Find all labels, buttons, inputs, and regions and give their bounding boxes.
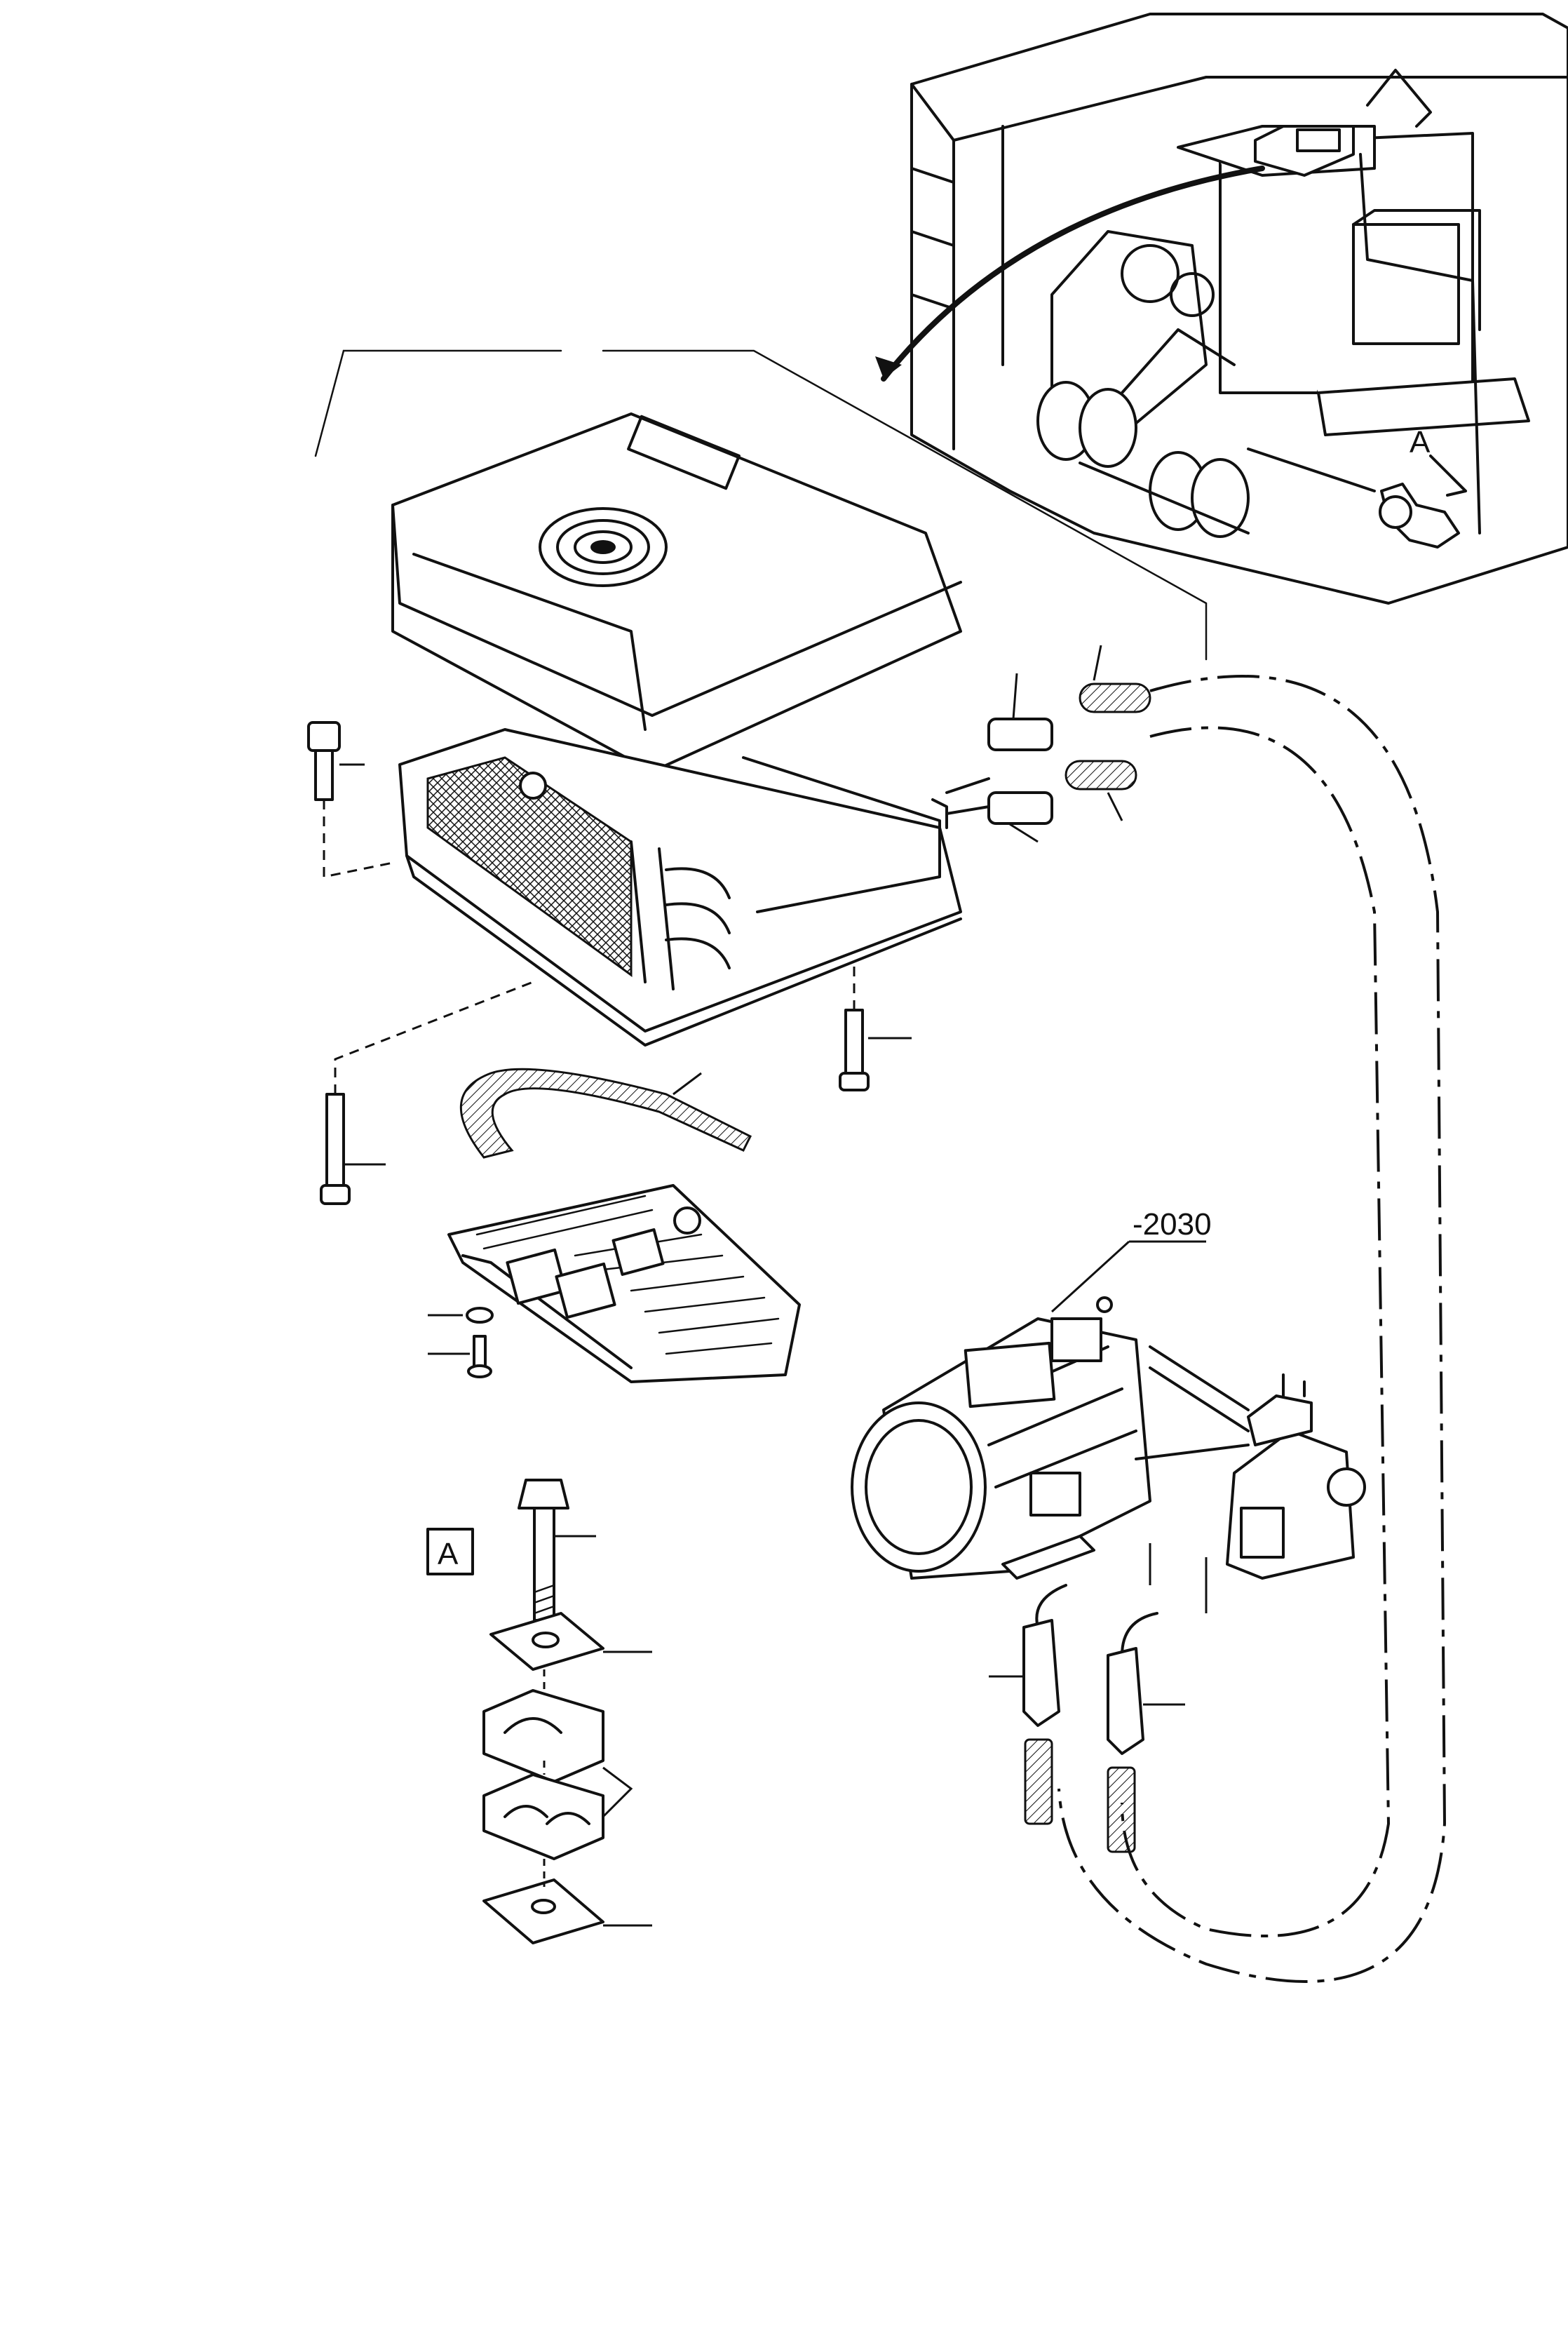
detail-a-arrow-label: A	[1410, 425, 1431, 459]
group-outline	[314, 349, 1208, 661]
transfer-arrow-head	[875, 356, 902, 379]
machine-overview: A	[875, 13, 1568, 605]
compressor-motor-assembly: -2030	[851, 1207, 1366, 1580]
hose-routing-path-2	[1121, 726, 1391, 1937]
detail-a-hose-clamp: A	[426, 1479, 652, 1944]
detail-a-box	[426, 1528, 474, 1575]
hose-routing-path	[1057, 675, 1447, 1983]
mounting-screw-top	[307, 721, 393, 878]
grille-washer-and-screw	[428, 1307, 494, 1378]
fan-grille-icon	[539, 507, 668, 587]
hvac-unit	[391, 412, 962, 1047]
hose-fittings	[945, 645, 1151, 843]
compressor-hose-ends	[989, 1543, 1208, 1853]
bottom-grille-plate	[447, 1184, 801, 1383]
part-reference-label: -2030	[1133, 1207, 1212, 1242]
detail-a-box-label: A	[438, 1537, 459, 1571]
gasket-leader	[673, 1072, 702, 1096]
mounting-screw-right	[839, 961, 912, 1091]
mounting-screw-long	[320, 981, 534, 1205]
gasket-seal	[460, 1068, 752, 1159]
